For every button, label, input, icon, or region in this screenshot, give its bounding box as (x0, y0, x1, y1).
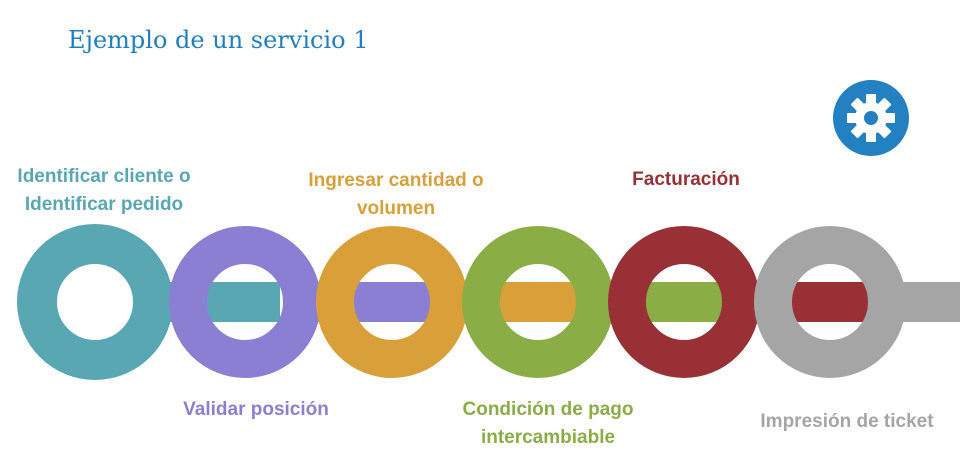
page-title: Ejemplo de un servicio 1 (68, 26, 369, 54)
gear-icon (833, 80, 909, 156)
chain-link-2 (283, 282, 430, 322)
chain-link-4 (576, 282, 722, 322)
chain-link-5 (722, 282, 868, 322)
chain-link-6 (868, 282, 960, 322)
step-label-2: Validar posición (183, 399, 329, 420)
step-label-6: Impresión de ticket (760, 411, 934, 432)
chain-link-3 (430, 282, 576, 322)
step-label-5: Facturación (632, 169, 740, 190)
